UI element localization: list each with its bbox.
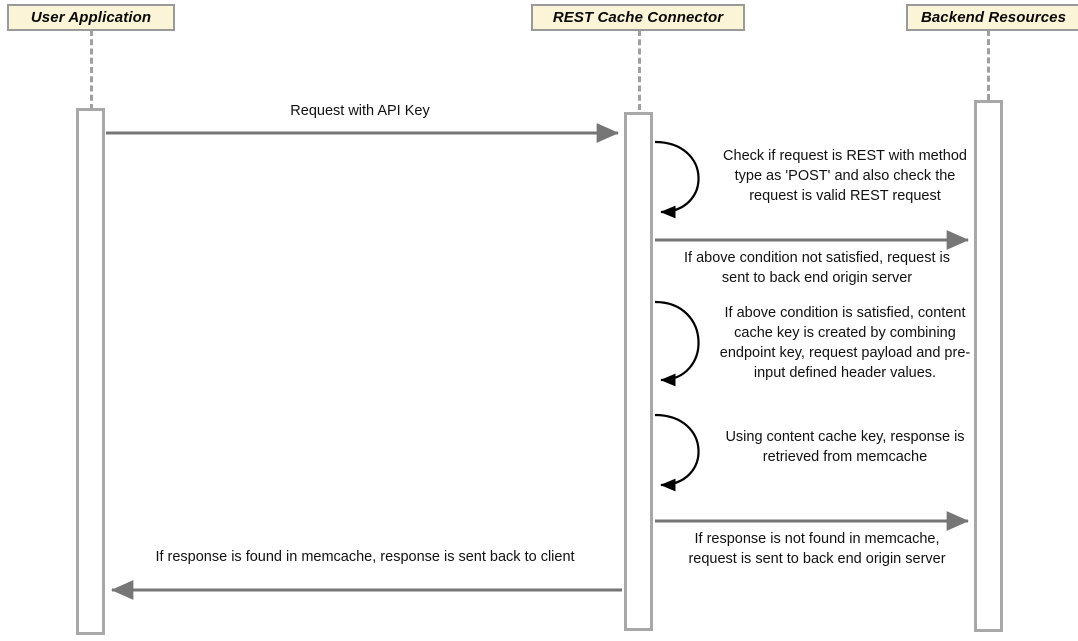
message-label-retrieve-from-memcache: Using content cache key, response is ret… — [725, 429, 965, 465]
activation-bar-user — [76, 108, 105, 635]
message-label-build-content-cache-key: If above condition is satisfied, content… — [719, 305, 971, 381]
message-selfloop-check-rest-post — [654, 140, 700, 219]
lifeline-backend — [987, 30, 990, 100]
participant-user-application[interactable]: User Application — [7, 4, 175, 31]
message-selfloop-retrieve-from-memcache — [654, 413, 700, 492]
participant-backend-resources[interactable]: Backend Resources — [906, 4, 1078, 31]
message-label-check-rest-post: Check if request is REST with method typ… — [723, 148, 967, 204]
message-label-request-with-api-key: Request with API Key — [290, 103, 430, 119]
lifeline-connector — [638, 30, 641, 110]
lifeline-user — [90, 30, 93, 110]
message-selfloop-build-content-cache-key — [654, 300, 700, 387]
message-label-response-sent-back-to-client: If response is found in memcache, respon… — [155, 549, 575, 565]
participant-rest-cache-connector[interactable]: REST Cache Connector — [531, 4, 745, 31]
message-label-response-not-found-in-memcache: If response is not found in memcache, re… — [688, 531, 946, 567]
message-label-condition-not-satisfied: If above condition not satisfied, reques… — [684, 250, 950, 286]
activation-bar-backend — [974, 100, 1003, 632]
activation-bar-connector — [624, 112, 653, 631]
